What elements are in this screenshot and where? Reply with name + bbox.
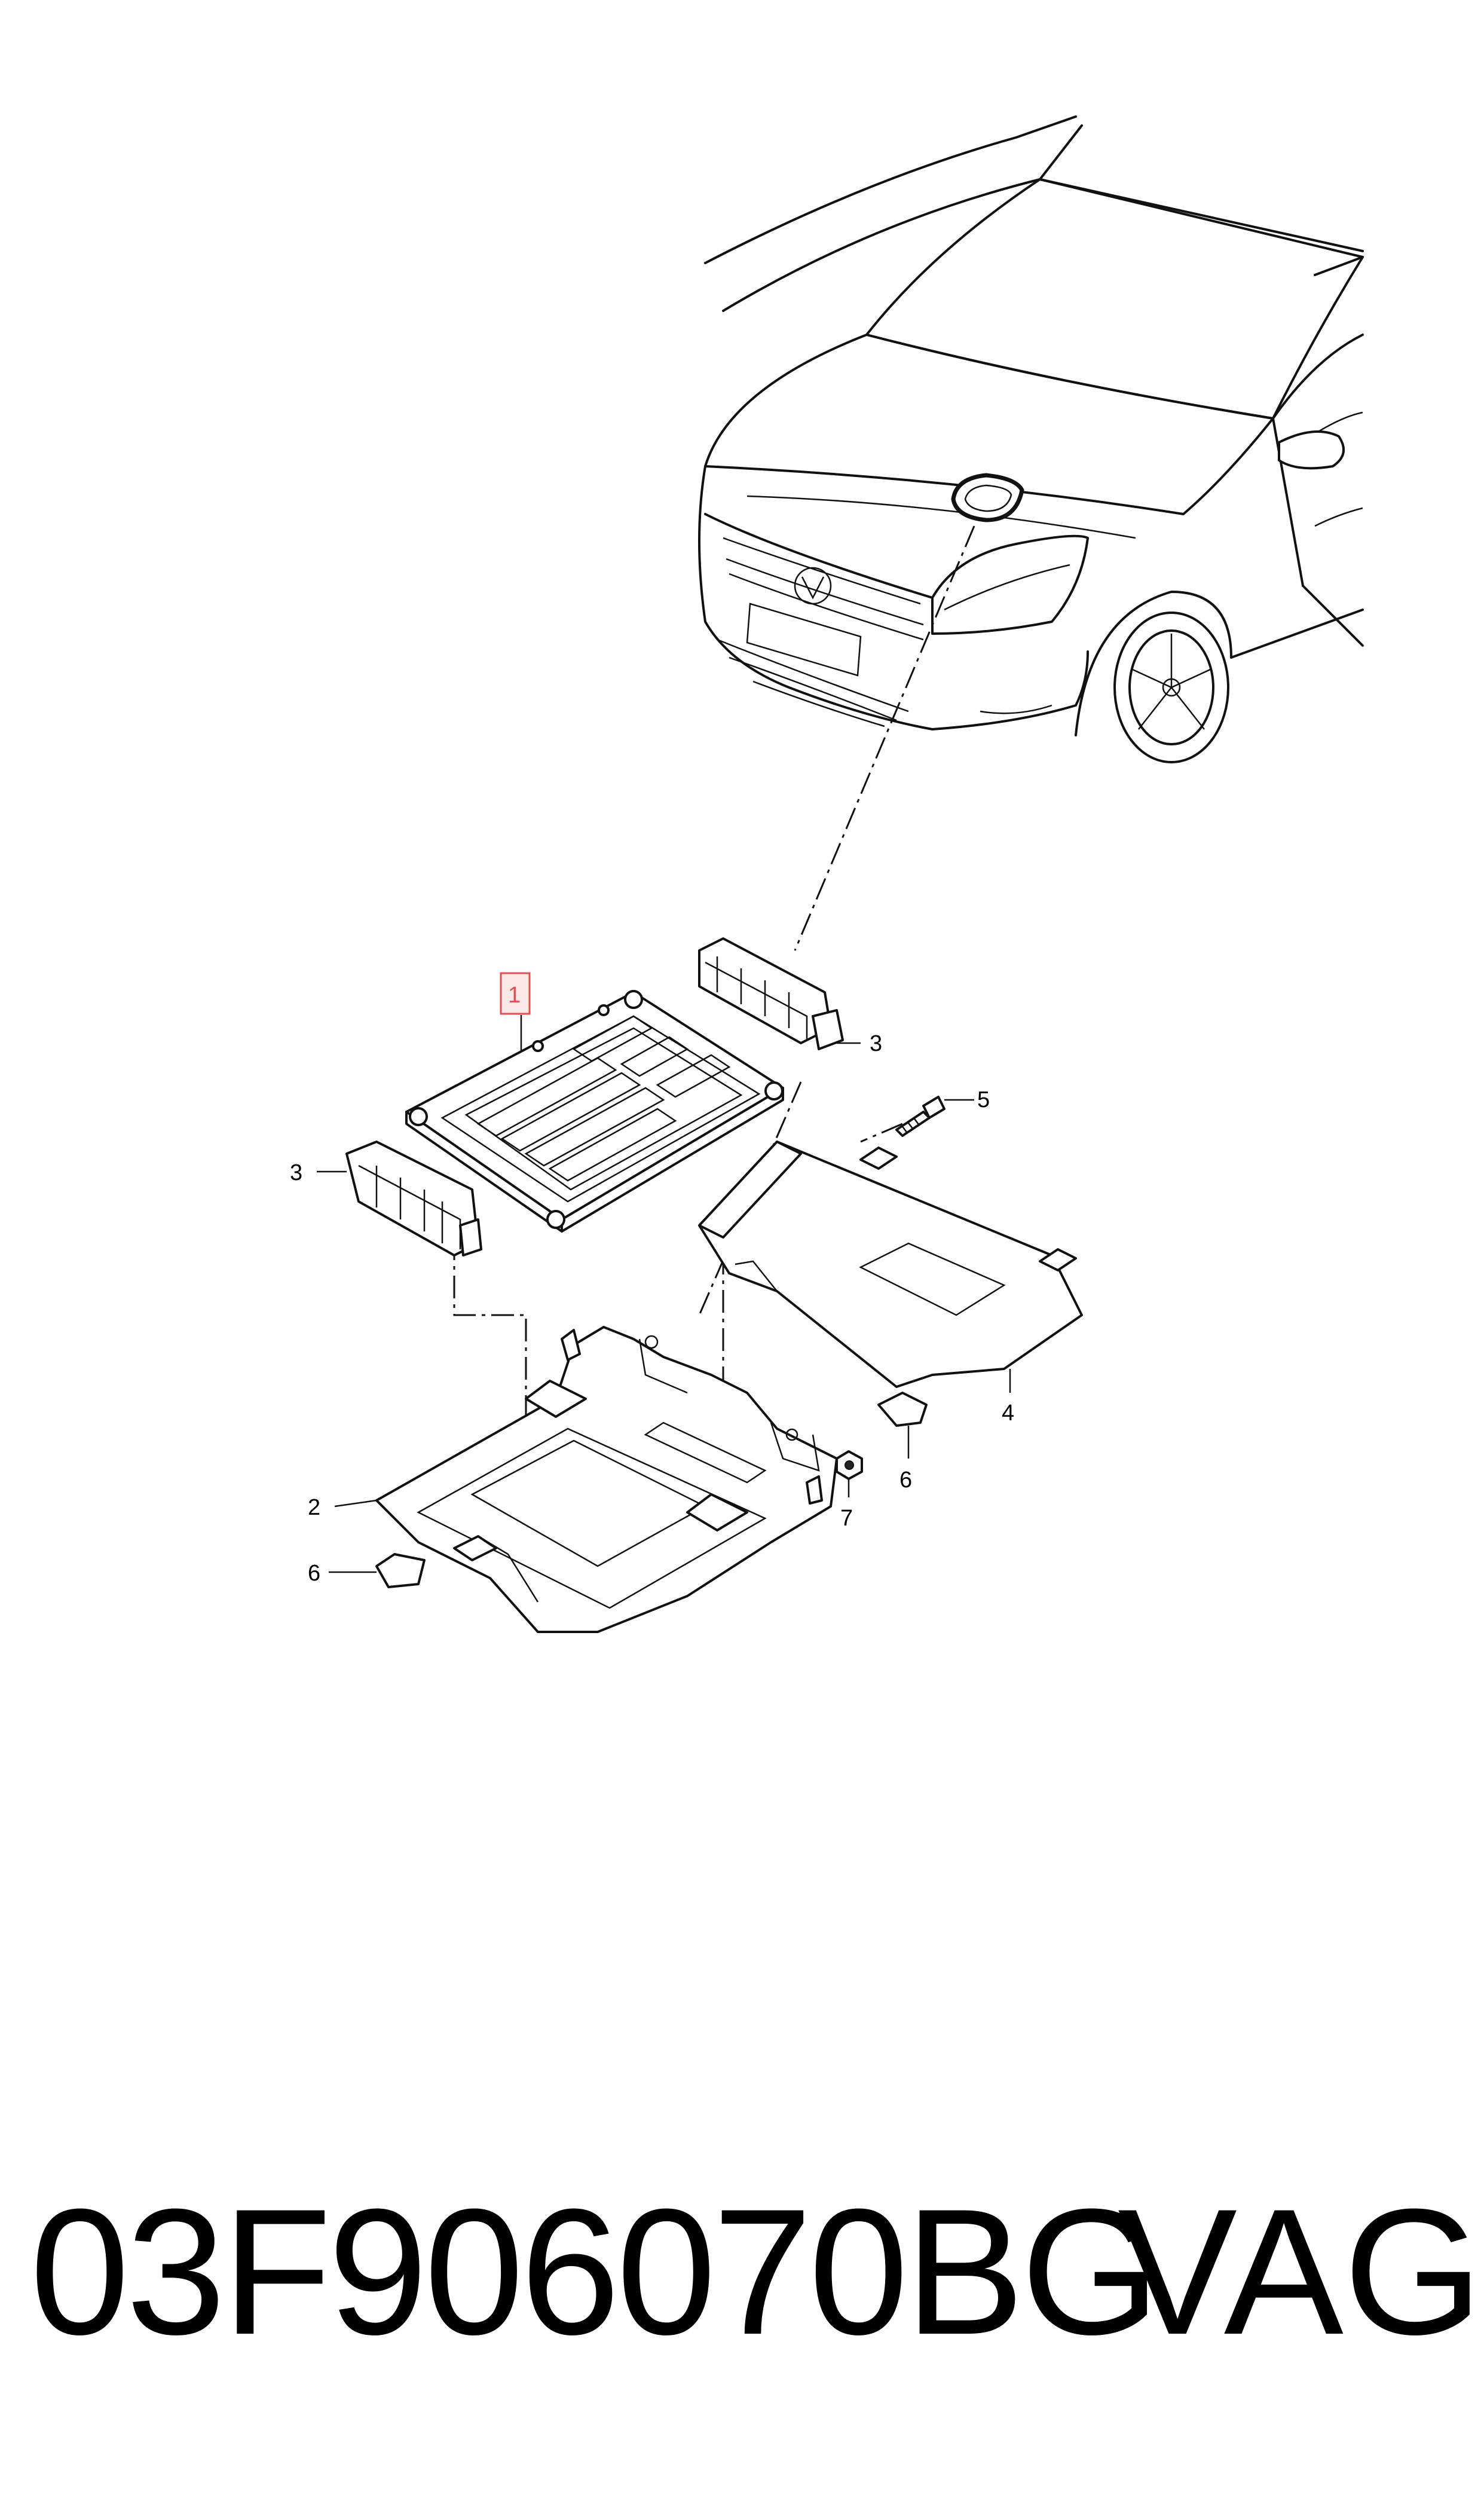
part-bracket-top — [698, 937, 844, 1050]
part-ecu — [405, 990, 784, 1233]
part-clip-left — [375, 1553, 426, 1588]
part-nut — [836, 1450, 863, 1480]
part-number: 03F906070BG — [30, 2171, 1160, 2372]
part-tray — [375, 1326, 838, 1633]
callout-leaders — [317, 1015, 1011, 1573]
vehicle-illustration — [698, 115, 1364, 763]
brand-label: VAG — [1118, 2171, 1483, 2372]
part-bolt — [895, 1096, 946, 1137]
callout-5[interactable]: 5 — [977, 1087, 990, 1112]
part-clip-right — [877, 1392, 928, 1427]
callout-6-left[interactable]: 6 — [308, 1561, 320, 1586]
callout-3-top[interactable]: 3 — [870, 1031, 882, 1056]
callout-2[interactable]: 2 — [308, 1495, 320, 1520]
callout-1[interactable]: 1 — [508, 983, 521, 1008]
callout-labels: 1 3 5 3 4 6 7 2 6 — [290, 972, 1014, 1586]
part-bracket-left — [345, 1141, 482, 1257]
parts-diagram: 1 3 5 3 4 6 7 2 6 — [290, 115, 1364, 1633]
part-cover — [698, 1141, 1083, 1388]
callout-box-1 — [500, 972, 531, 1015]
callout-3-left[interactable]: 3 — [290, 1160, 302, 1185]
callout-7[interactable]: 7 — [840, 1506, 853, 1531]
callout-4[interactable]: 4 — [1002, 1401, 1014, 1426]
callout-6-right[interactable]: 6 — [899, 1468, 912, 1493]
